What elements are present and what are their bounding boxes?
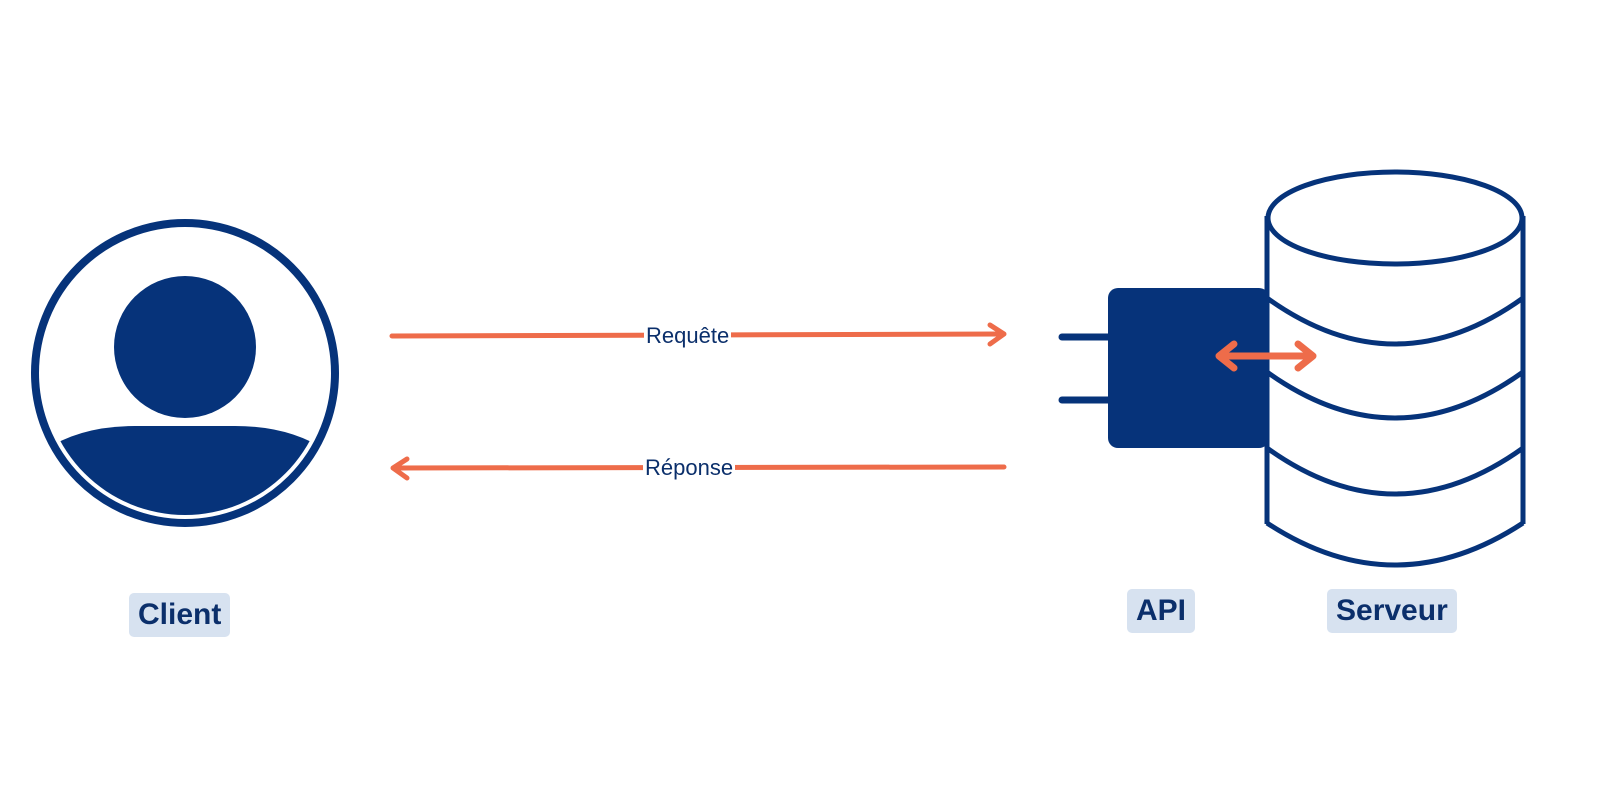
client-label: Client	[129, 593, 231, 637]
avatar-body	[43, 426, 327, 515]
user-avatar-icon	[31, 219, 339, 527]
response-label: Réponse	[643, 454, 736, 482]
avatar-head	[114, 276, 256, 418]
api-server-arrow	[1215, 340, 1317, 372]
request-label: Requête	[644, 322, 732, 350]
api-label: API	[1127, 589, 1196, 633]
plug-icon	[1058, 288, 1269, 448]
server-label: Serveur	[1327, 589, 1457, 633]
database-cylinder-icon	[1264, 169, 1526, 568]
